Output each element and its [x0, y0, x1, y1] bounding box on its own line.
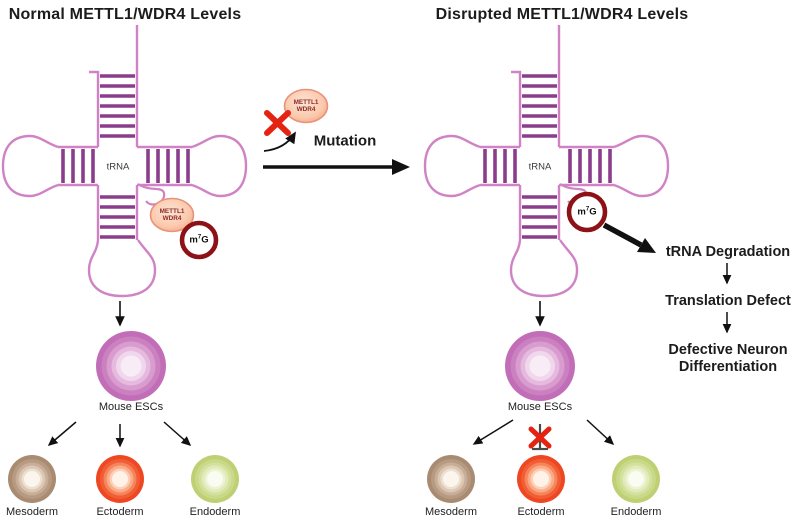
cascade-step-1: tRNA Degradation [665, 244, 791, 260]
cascade-step-2: Translation Defect [665, 293, 791, 309]
mettl1-wdr4-complex-center [283, 88, 329, 124]
endoderm-cell-right [612, 455, 660, 503]
mesoderm-cell-left [8, 455, 56, 503]
m7g-label-right: m7G [577, 206, 597, 218]
complex-label-left: METTL1 WDR4 [159, 208, 185, 222]
transition-arrow [263, 159, 410, 175]
m7g-mark-right [566, 191, 608, 233]
right-panel-title: Disrupted METTL1/WDR4 Levels [435, 6, 689, 23]
ectoderm-label-right: Ectoderm [517, 506, 565, 518]
differentiation-arrows-left [47, 421, 192, 448]
ectoderm-label-left: Ectoderm [96, 506, 144, 518]
esc-label-left: Mouse ESCs [98, 401, 164, 413]
m7g-label-left: m7G [189, 234, 209, 246]
m7g-mark-left [179, 220, 219, 260]
mouse-esc-cell-left [96, 331, 166, 401]
ectoderm-cell-left [96, 455, 144, 503]
left-panel-title: Normal METTL1/WDR4 Levels [8, 6, 242, 23]
mesoderm-label-left: Mesoderm [6, 506, 58, 518]
complex-label-center: METTL1 WDR4 [293, 99, 319, 113]
differentiation-arrows-right [472, 419, 615, 451]
cascade-step-3: Defective Neuron Differentiation [668, 342, 788, 375]
mutation-curved-arrow [263, 131, 296, 152]
endoderm-cell-left [191, 455, 239, 503]
mesoderm-cell-right [427, 455, 475, 503]
mettl1-wdr4-complex-left [149, 197, 195, 233]
esc-label-right: Mouse ESCs [507, 401, 573, 413]
mutation-group [263, 88, 410, 175]
mouse-esc-cell-right [505, 331, 575, 401]
trna-structure-left [1, 23, 248, 298]
degradation-arrow [602, 222, 656, 253]
endoderm-label-left: Endoderm [189, 506, 241, 518]
trna-label-right: tRNA [528, 161, 552, 173]
ectoderm-cell-right [517, 455, 565, 503]
endoderm-label-right: Endoderm [610, 506, 662, 518]
blocked-x-icon [528, 426, 552, 449]
mesoderm-label-right: Mesoderm [425, 506, 477, 518]
mutation-label: Mutation [313, 132, 377, 150]
red-x-icon [264, 110, 291, 136]
trna-label-left: tRNA [106, 161, 130, 173]
trna-structure-right [423, 23, 670, 298]
